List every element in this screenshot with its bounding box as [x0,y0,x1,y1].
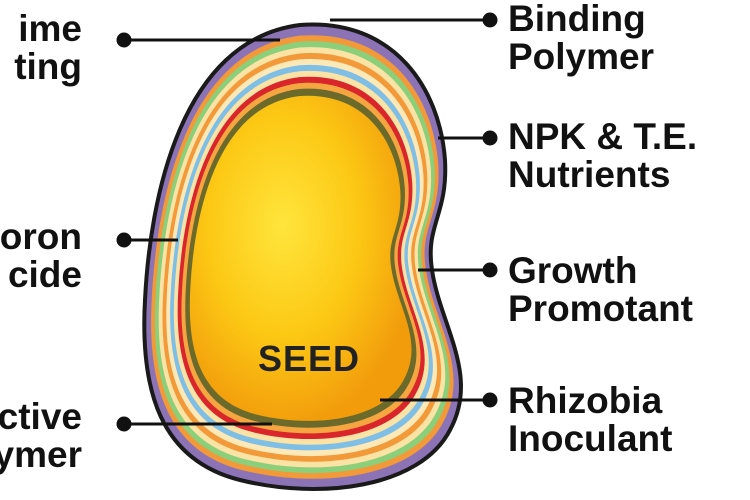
leader-lines [116,12,498,432]
label-rhizobia-inoculant: Rhizobia Inoculant [508,380,673,459]
label-protective-polymer: ctive ymer [0,396,82,475]
leader-growth-dot [482,262,498,278]
label-boron-fungicide: oron cide [0,216,82,295]
label-npk-nutrients: NPK & T.E. Nutrients [508,116,698,195]
seed-layers [142,22,464,491]
leader-binding-dot [482,12,498,28]
leader-protective-dot [116,416,132,432]
leader-lime-dot [116,32,132,48]
label-lime-coating: ime ting [14,8,82,87]
leader-npk-dot [482,130,498,146]
seed-label: SEED [258,338,361,379]
leader-boron-dot [116,232,132,248]
label-binding-polymer: Binding Polymer [508,0,655,77]
label-growth-promotant: Growth Promotant [508,250,693,329]
leader-rhizobia-dot [482,392,498,408]
